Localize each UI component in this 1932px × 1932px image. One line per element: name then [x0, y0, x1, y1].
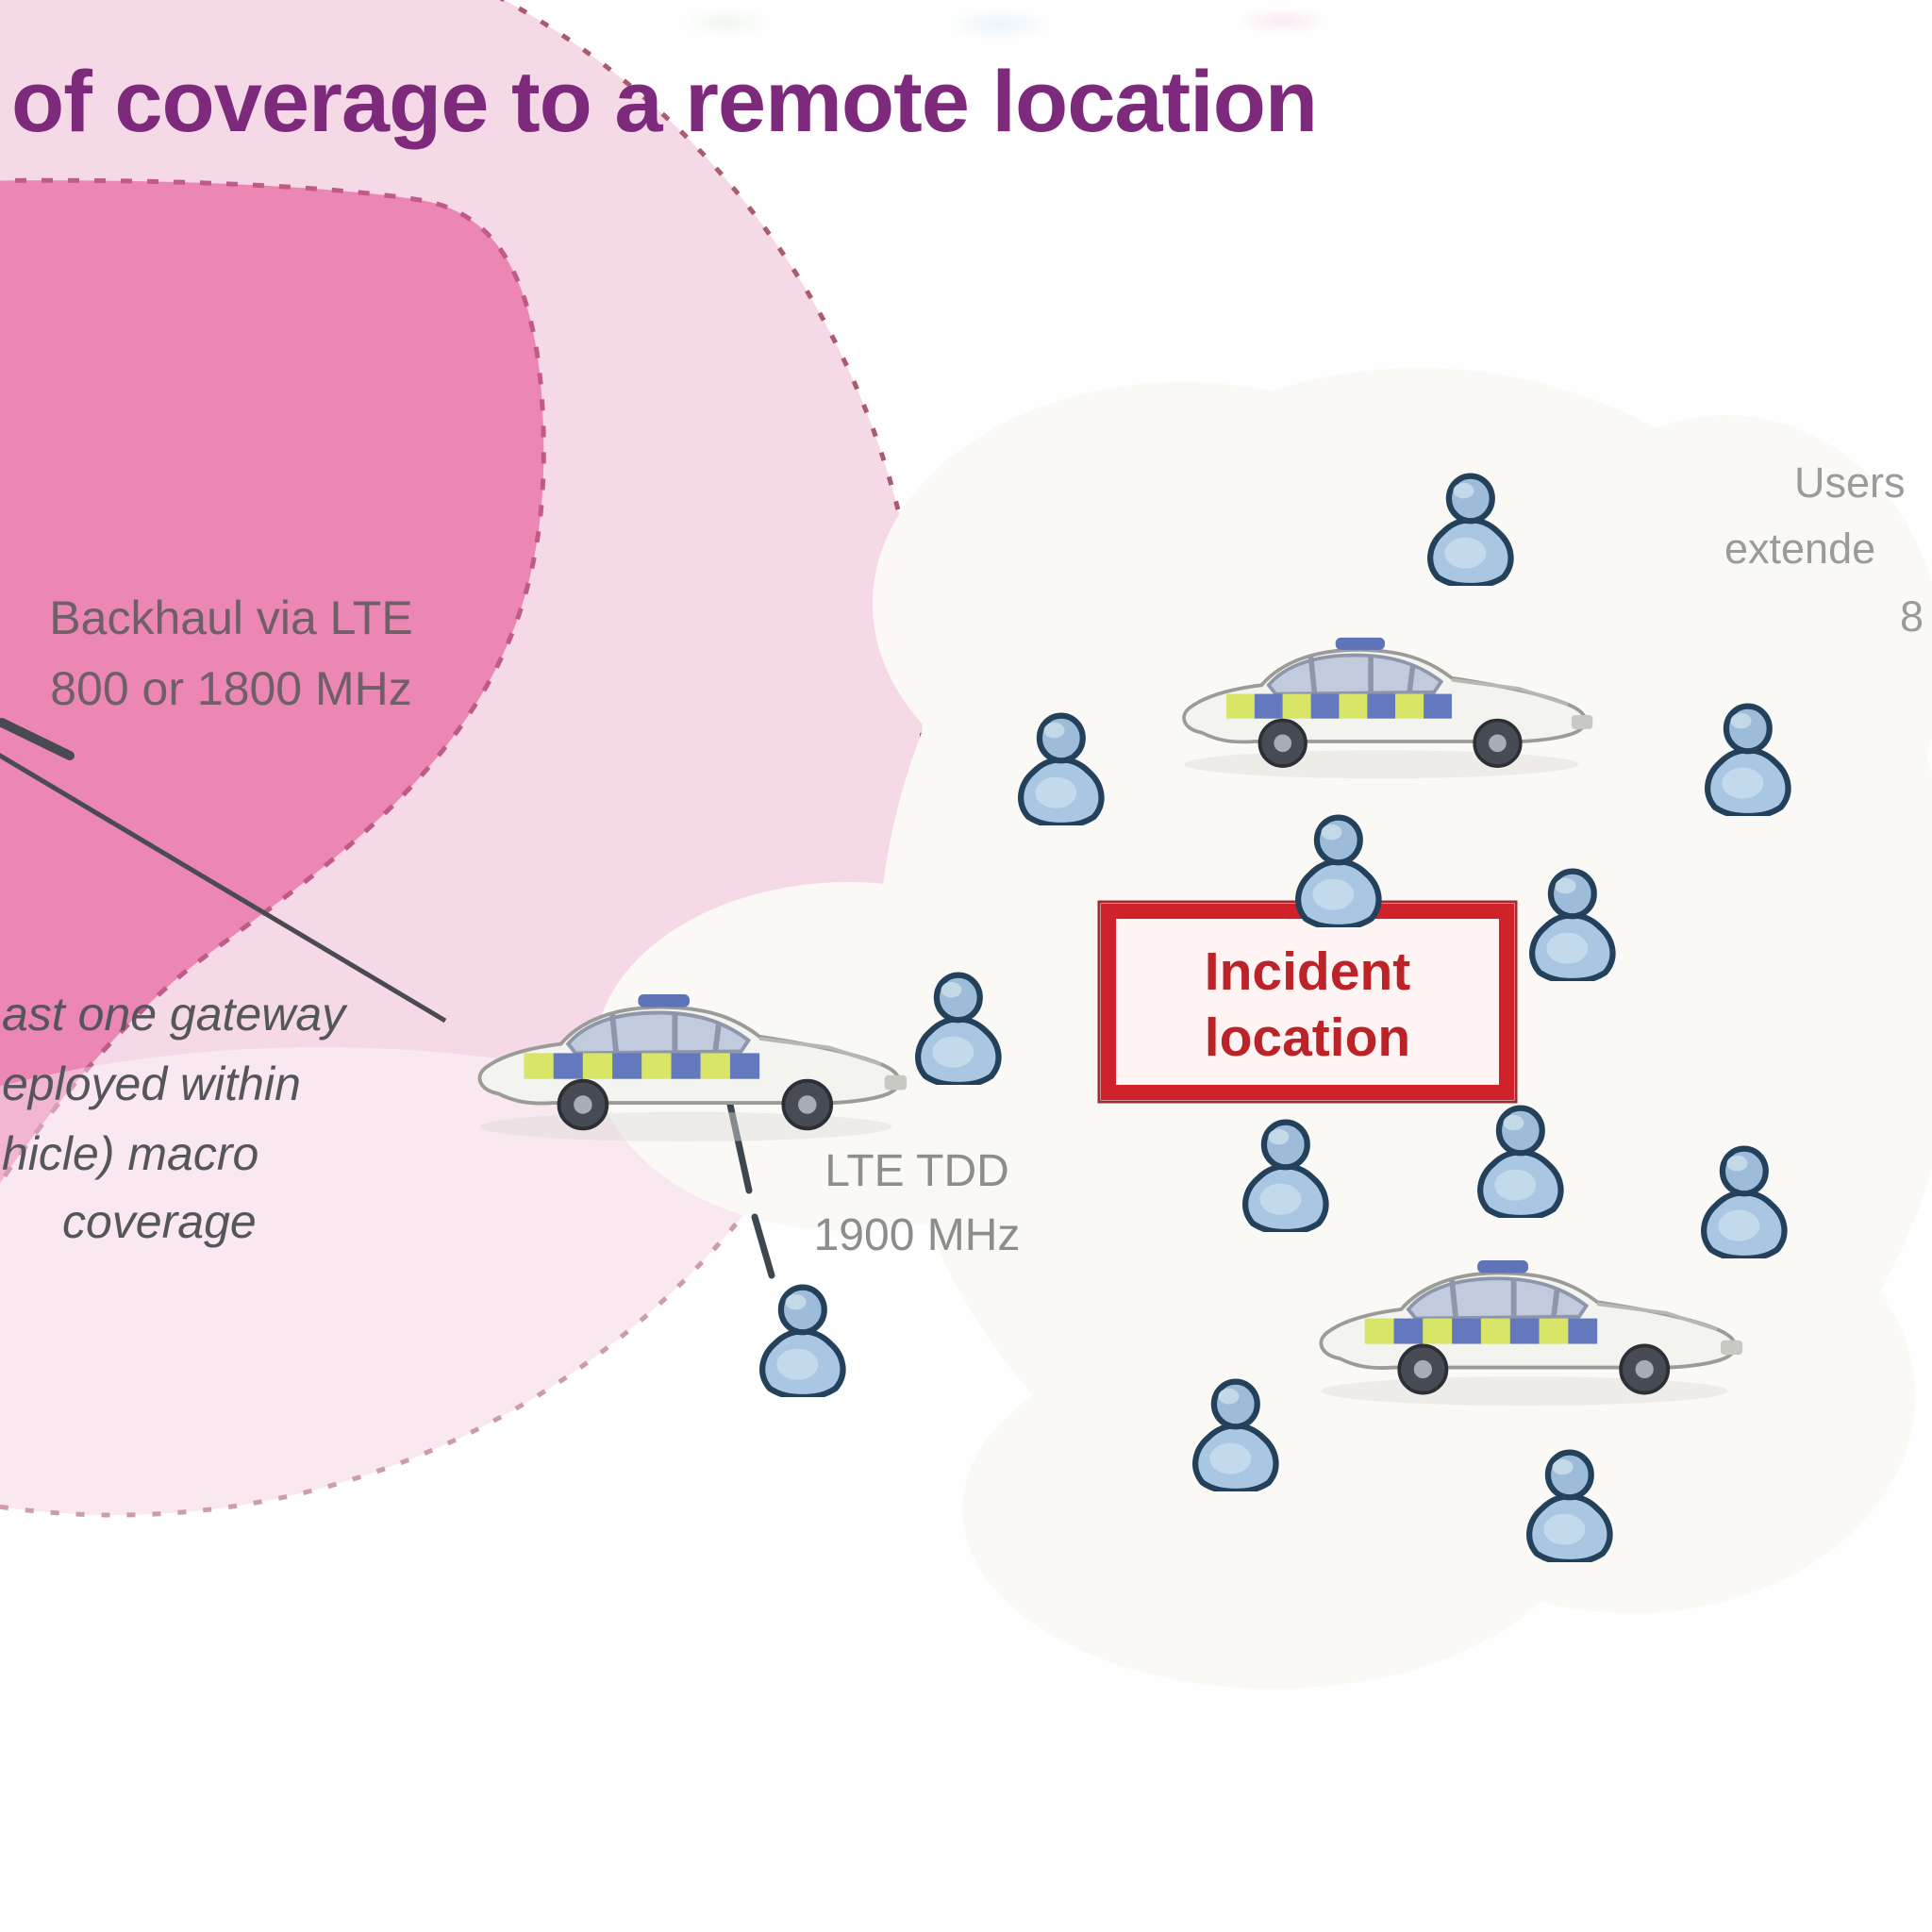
incident-location-box: Incident location — [1097, 900, 1518, 1104]
backhaul-label-line1: Backhaul via LTE — [49, 591, 413, 644]
gateway-note-line4: coverage — [62, 1195, 257, 1248]
incident-label-line2: location — [1205, 1008, 1411, 1068]
gateway-note-line3: hicle) macro — [2, 1127, 259, 1180]
access-link-line — [724, 1092, 775, 1279]
access-link-label-line1: LTE TDD — [824, 1146, 1009, 1196]
macro-cell-blob — [0, 177, 546, 1188]
incident-label-line1: Incident — [1205, 941, 1411, 1002]
users-note-line3: 8 — [1900, 592, 1924, 641]
users-note-line2: extende — [1724, 525, 1876, 573]
gateway-note-line2: eployed within — [2, 1058, 301, 1110]
users-note-line1: Users — [1794, 458, 1906, 507]
backhaul-pointer-line — [0, 753, 447, 1024]
gateway-note-line1: ast one gateway — [2, 988, 346, 1041]
access-link-label-line2: 1900 MHz — [813, 1210, 1021, 1261]
backhaul-label-line2: 800 or 1800 MHz — [50, 662, 412, 715]
backhaul-label: Backhaul via LTE 800 or 1800 MHz — [9, 583, 453, 724]
slide-title: of coverage to a remote location — [11, 54, 1318, 150]
backhaul-pointer-arrowhead — [0, 718, 75, 760]
access-link-label: LTE TDD 1900 MHz — [775, 1140, 1058, 1268]
